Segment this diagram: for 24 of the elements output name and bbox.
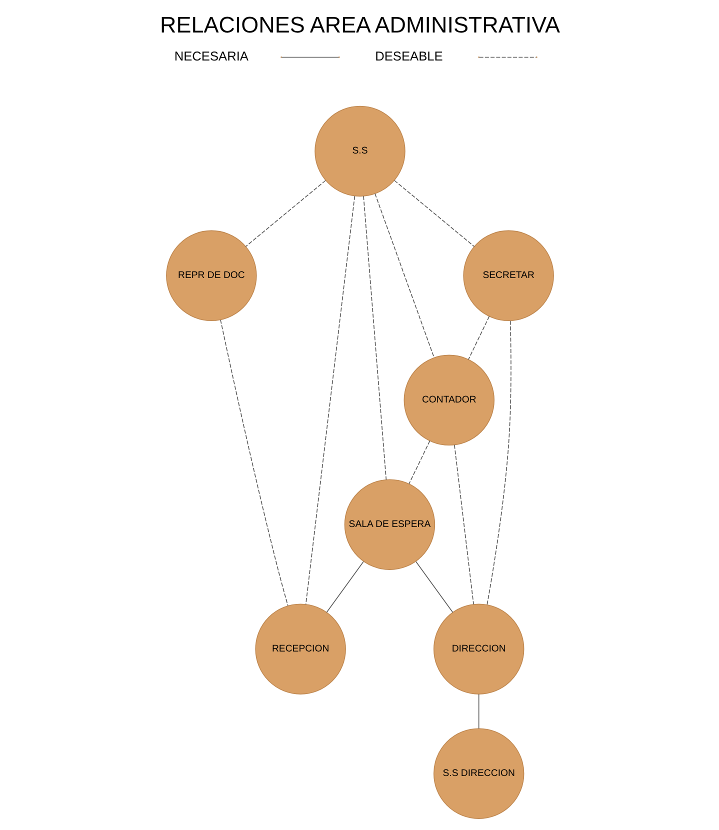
connector [244, 180, 326, 247]
connector [220, 319, 288, 606]
diagram-title: RELACIONES AREA ADMINISTRATIVA [160, 12, 560, 38]
node-circle: S.S DIRECCION [432, 728, 524, 819]
connector [486, 320, 511, 605]
connector [454, 444, 474, 605]
node-circle: S.S [314, 106, 405, 197]
connector [304, 196, 355, 605]
connector [415, 561, 453, 613]
connector [408, 440, 430, 484]
connector [478, 694, 479, 729]
legend-label: NECESARIA [174, 48, 248, 64]
node-circle: SECRETAR [462, 230, 554, 322]
node-circle: DIRECCION [432, 604, 524, 694]
connector [394, 180, 474, 247]
node-circle: CONTADOR [403, 354, 494, 446]
node-circle: RECEPCION [254, 604, 346, 694]
connector [362, 196, 386, 480]
node-circle: REPR DE DOC [166, 230, 256, 322]
connector [468, 316, 490, 360]
legend-label: DESEABLE [374, 48, 442, 64]
node-circle: SALA DE ESPERA [344, 479, 435, 570]
connector [374, 193, 434, 358]
connector [326, 561, 364, 613]
